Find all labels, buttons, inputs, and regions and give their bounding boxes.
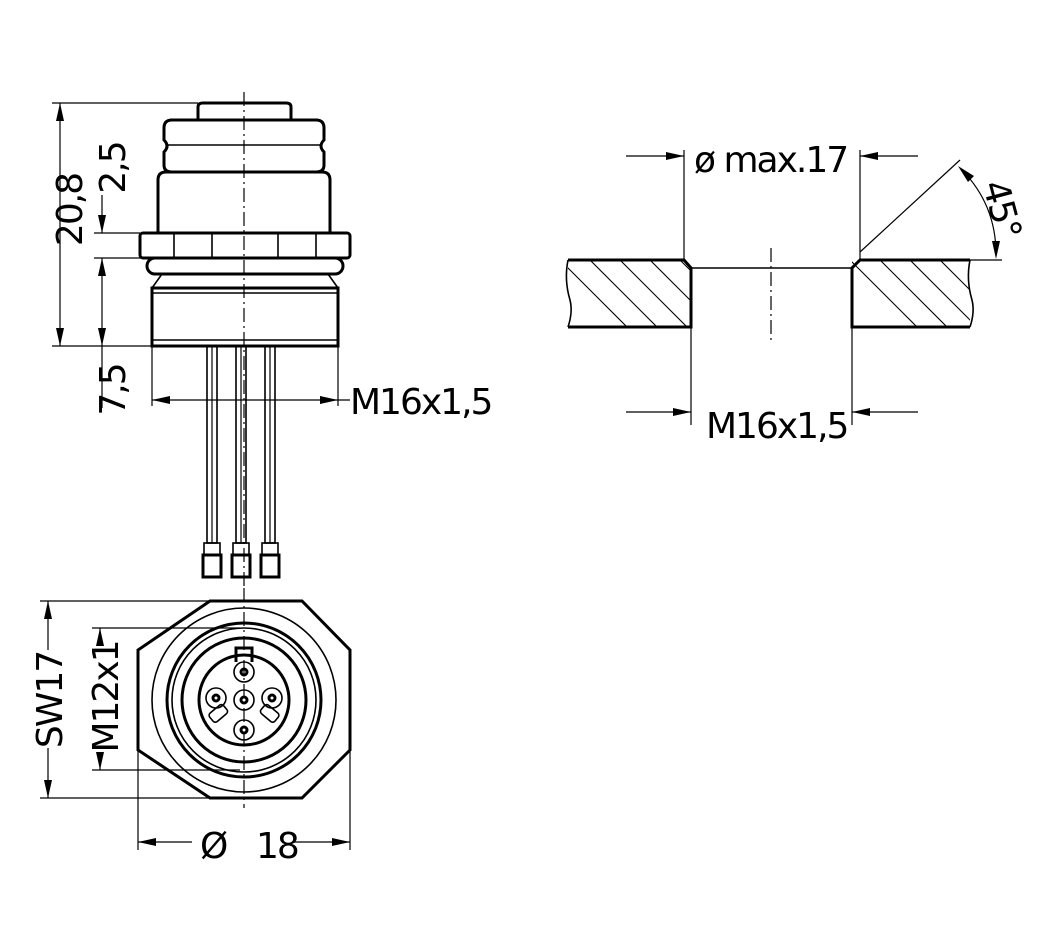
arrow-icon (56, 103, 64, 121)
dim-hole-thread: M16x1,5 (706, 406, 847, 447)
o-ring (145, 256, 345, 276)
arrow-icon (666, 152, 684, 160)
panel-right (850, 258, 970, 329)
hatch-line (649, 260, 691, 302)
dim-rear-thread: M16x1,5 (350, 382, 491, 423)
side-view: 20,8 2,5 7,5 M16x1,5 (50, 92, 493, 590)
contact-pin-core (267, 693, 277, 703)
hatch-line (852, 261, 918, 327)
thread-circle (171, 627, 317, 773)
chamfer-line (859, 159, 961, 253)
front-view: SW17 M12x1 Ø 18 (30, 588, 352, 867)
wire-end-sleeve (201, 553, 223, 579)
hatch-line (909, 260, 970, 321)
dim-groove: 2,5 (93, 142, 134, 193)
dim-overall-height: 20,8 (50, 174, 91, 246)
dim-front-thread: M12x1 (86, 641, 127, 752)
wire-ferrule (203, 542, 221, 556)
dim-diameter-symbol: Ø (200, 826, 227, 867)
break-line (967, 259, 974, 328)
arrow-icon (98, 258, 106, 276)
wire-ferrule (261, 542, 279, 556)
arrow-icon (98, 215, 106, 233)
contact-pin-core (211, 693, 221, 703)
hatch-line (969, 260, 970, 261)
rear-thread-body (150, 286, 340, 348)
hatch-line (879, 260, 948, 327)
wire-end-sleeve (230, 553, 252, 579)
arrow-icon (152, 396, 170, 404)
hatching-left (568, 260, 691, 327)
dim-nut-diameter: 18 (256, 826, 298, 867)
arrow-icon (96, 628, 104, 646)
dim-hole-diameter: ø max.17 (694, 140, 847, 181)
arrow-icon (44, 780, 52, 798)
dim-wrench-size: SW17 (30, 652, 71, 748)
arrow-icon (958, 166, 974, 182)
contact-slot (208, 703, 229, 723)
arrow-icon (320, 396, 338, 404)
contact-slot (259, 703, 280, 723)
hatching-right (852, 260, 970, 327)
hatch-line (589, 260, 658, 327)
panel-cutout-view: ø max.17 45° M16x1,5 (565, 140, 1029, 447)
wires (201, 345, 281, 579)
hatch-line (568, 267, 628, 327)
arrow-icon (56, 328, 64, 346)
arrow-icon (852, 408, 870, 416)
hatch-line (619, 260, 688, 327)
arrow-icon (138, 838, 156, 846)
arrow-icon (673, 408, 691, 416)
arrow-icon (332, 838, 350, 846)
dim-thread-length: 7,5 (93, 364, 134, 415)
hatch-line (679, 260, 691, 272)
arrow-icon (992, 241, 1000, 259)
hex-outline (136, 599, 352, 800)
wire-ferrule (232, 542, 250, 556)
arrow-icon (96, 752, 104, 770)
dim-chamfer-angle: 45° (974, 176, 1029, 242)
arrow-icon (860, 152, 878, 160)
arrow-icon (98, 328, 106, 346)
break-line (565, 259, 572, 328)
wire-end-sleeve (259, 553, 281, 579)
arrow-icon (44, 601, 52, 619)
hex-nut (138, 231, 352, 260)
thread-chamfer (151, 273, 339, 289)
